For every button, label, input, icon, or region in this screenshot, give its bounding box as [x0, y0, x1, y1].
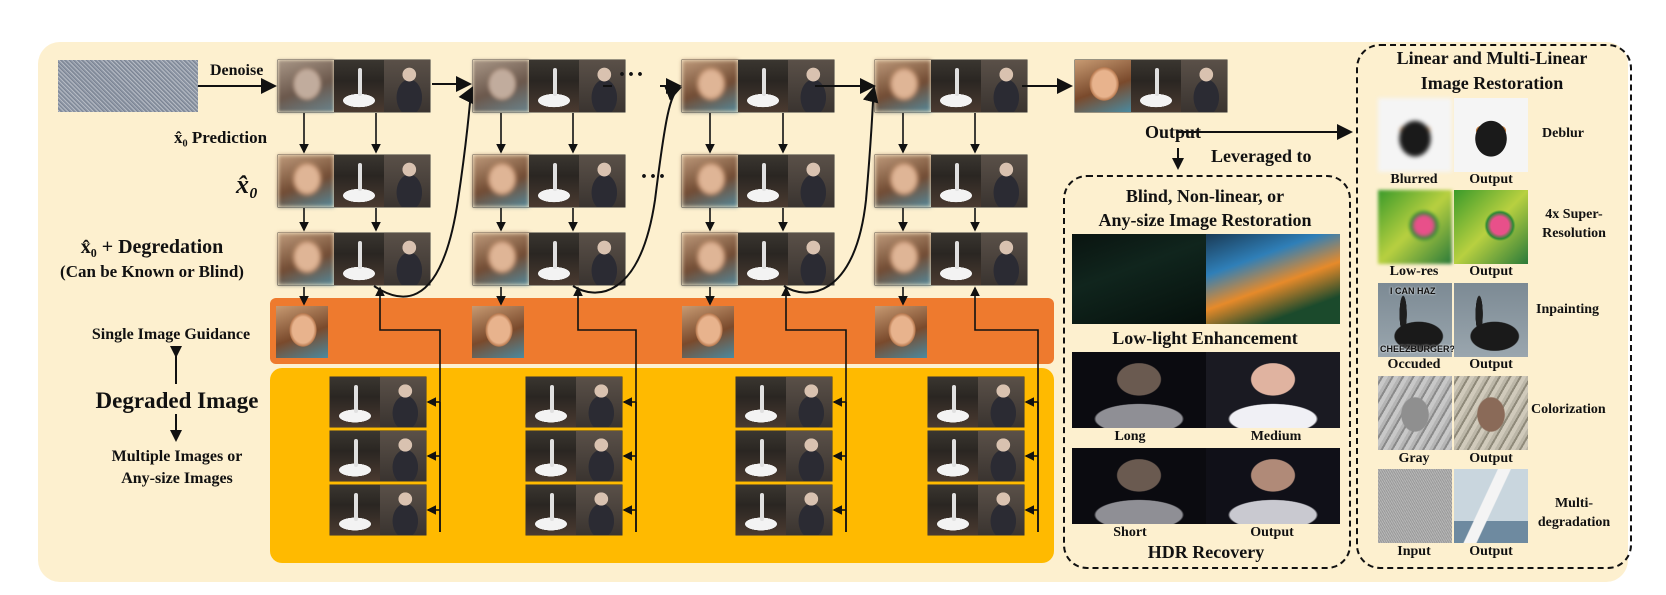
degraded-stack-3 [736, 377, 832, 535]
hdr-short-label: Short [1113, 525, 1147, 540]
multi-output-image [1454, 469, 1528, 543]
multi-input-image [1378, 469, 1452, 543]
linear-title-2: Image Restoration [1420, 73, 1564, 93]
lowlight-long-image [1072, 352, 1206, 428]
deblur-output-image [1454, 98, 1528, 172]
leveraged-to-label: Leveraged to [1211, 146, 1312, 166]
sr-lowres-label: Low-res [1389, 264, 1439, 279]
degraded-stack-2 [526, 377, 622, 535]
inpaint-output-label: Output [1469, 357, 1513, 372]
x0-label: x̂₀ [236, 170, 259, 199]
multi-output-label: Output [1469, 544, 1513, 559]
denoise-strip-3 [682, 60, 834, 112]
colorization-task-label: Colorization [1531, 402, 1606, 417]
stadium-dark-image [1072, 234, 1206, 324]
noise-image [58, 60, 198, 112]
guidance-face-1 [276, 306, 328, 358]
sr-output-label: Output [1469, 264, 1513, 279]
color-output-label: Output [1469, 451, 1513, 466]
ellipsis-mid: ··· [640, 164, 668, 190]
linear-restoration-box [1356, 44, 1632, 569]
deblur-blurred-image [1378, 98, 1452, 172]
x0-degradation-strip-2 [473, 233, 625, 285]
sr-output-image [1454, 190, 1528, 264]
single-image-guidance-label: Single Image Guidance [91, 326, 251, 343]
lowlight-medium-image [1206, 352, 1340, 428]
hdr-output-label: Output [1250, 525, 1294, 540]
inpaint-task-label: Inpainting [1536, 302, 1600, 317]
x0-degradation-strip-3 [682, 233, 834, 285]
multi-task-label-1: Multi- [1554, 496, 1594, 511]
any-size-images-label: Any-size Images [121, 470, 233, 487]
degraded-stack-4 [928, 377, 1024, 535]
guidance-face-3 [682, 306, 734, 358]
lowlight-medium-label: Medium [1250, 429, 1302, 444]
deblur-blurred-label: Blurred [1390, 172, 1438, 187]
deblur-task-label: Deblur [1542, 126, 1584, 141]
hdr-title: HDR Recovery [1147, 542, 1265, 562]
guidance-face-2 [472, 306, 524, 358]
hdr-short-image [1072, 448, 1206, 524]
multiple-images-label: Multiple Images or [111, 448, 243, 465]
blind-title-1: Blind, Non-linear, or [1125, 186, 1285, 206]
denoise-strip-1 [278, 60, 430, 112]
hdr-output-image [1206, 448, 1340, 524]
sr-task-label-1: 4x Super- [1545, 207, 1603, 222]
ellipsis-top: ··· [618, 62, 646, 88]
denoise-strip-4 [875, 60, 1027, 112]
denoise-strip-2 [473, 60, 625, 112]
lowlight-title: Low-light Enhancement [1112, 328, 1298, 348]
x0-strip-1 [278, 155, 430, 207]
blind-title-2: Any-size Image Restoration [1098, 210, 1312, 230]
color-gray-label: Gray [1398, 451, 1430, 466]
x0-degradation-strip-4 [875, 233, 1027, 285]
x0-degradation-label: x̂₀ + Degredation [80, 236, 224, 258]
inpaint-occluded-label: Occuded [1387, 357, 1441, 372]
inpaint-occluded-image [1378, 283, 1452, 357]
degraded-stack-1 [330, 377, 426, 535]
can-be-known-label: (Can be Known or Blind) [60, 262, 244, 281]
color-gray-image [1378, 376, 1452, 450]
sr-task-label-2: Resolution [1542, 226, 1606, 241]
blind-restoration-box [1063, 175, 1351, 569]
lowlight-long-label: Long [1114, 429, 1146, 444]
linear-title-1: Linear and Multi-Linear [1396, 48, 1588, 68]
stadium-restored-image [1206, 234, 1340, 324]
degraded-image-label: Degraded Image [95, 388, 259, 413]
guidance-face-4 [875, 306, 927, 358]
inpaint-output-image [1454, 283, 1528, 357]
output-label: Output [1145, 122, 1202, 142]
multi-input-label: Input [1397, 544, 1431, 559]
multi-task-label-2: degradation [1537, 515, 1611, 530]
x0-degradation-strip-1 [278, 233, 430, 285]
output-strip [1075, 60, 1227, 112]
x0-strip-2 [473, 155, 625, 207]
inpaint-overlay-top: I CAN HAZ [1390, 286, 1436, 296]
sr-lowres-image [1378, 190, 1452, 264]
color-output-image [1454, 376, 1528, 450]
deblur-output-label: Output [1469, 172, 1513, 187]
inpaint-overlay-bottom: CHEEZBURGER? [1380, 344, 1456, 354]
x0-strip-3 [682, 155, 834, 207]
denoise-label: Denoise [210, 62, 264, 79]
x0-prediction-label: x̂₀ Prediction [174, 128, 268, 147]
x0-strip-4 [875, 155, 1027, 207]
